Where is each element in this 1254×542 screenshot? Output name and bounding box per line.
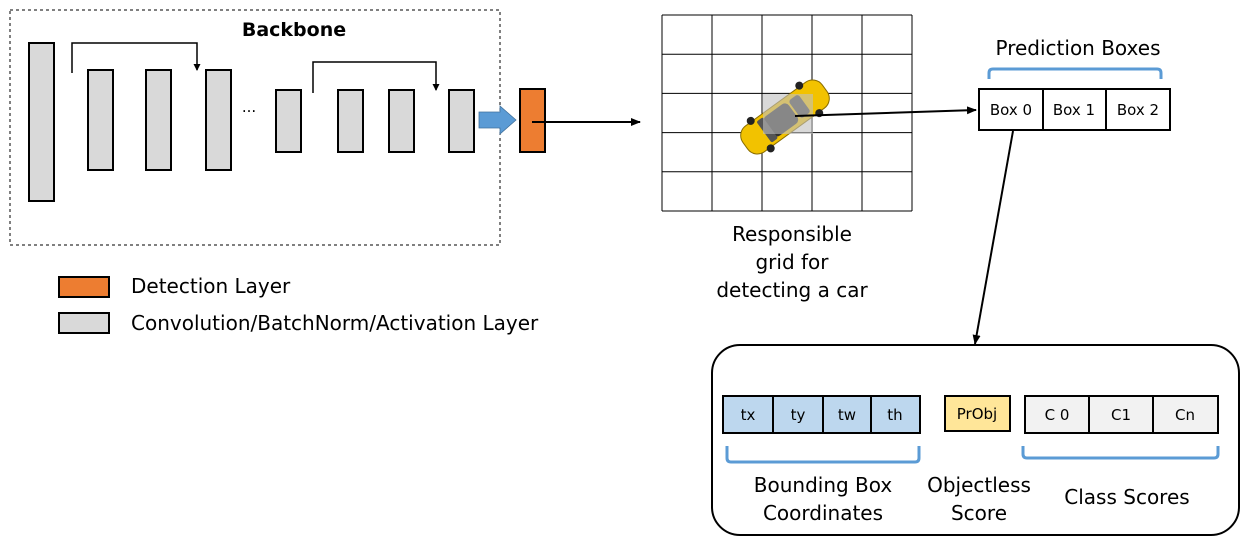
legend: Detection Layer Convolution/BatchNorm/Ac…: [58, 274, 539, 335]
details-panel: [711, 344, 1240, 536]
layer-5: [337, 89, 364, 153]
class-label-0: C 0: [1045, 406, 1070, 424]
detection-layer: [519, 88, 546, 153]
objectness-label: PrObj: [957, 405, 997, 423]
layer-3: [205, 69, 232, 171]
backbone-frame: [9, 9, 501, 246]
coords-brace: [725, 446, 921, 464]
legend-label-detection: Detection Layer: [131, 274, 291, 298]
coord-label-ty: ty: [791, 406, 806, 424]
coord-label-tx: tx: [741, 406, 756, 424]
classes-caption: Class Scores: [1064, 485, 1189, 509]
classes-brace: [1021, 446, 1220, 460]
prediction-title: Prediction Boxes: [996, 36, 1161, 60]
grid-caption-line2: grid for: [755, 250, 829, 274]
grid-caption-line1: Responsible: [732, 222, 852, 246]
prediction-box-2: [1105, 88, 1171, 131]
layer-4: [275, 89, 302, 153]
prediction-box-0-label: Box 0: [990, 101, 1032, 119]
coords-caption-line2: Coordinates: [763, 501, 883, 525]
backbone-title: Backbone: [242, 19, 346, 41]
objectness-caption-line1: Objectless: [927, 473, 1031, 497]
layer-2: [145, 69, 172, 171]
layer-6: [388, 89, 415, 153]
arrow-to-details: [972, 130, 1014, 345]
class-label-n: Cn: [1175, 406, 1195, 424]
prediction-box-2-label: Box 2: [1117, 101, 1159, 119]
class-cell-n: [1152, 395, 1219, 434]
class-label-1: C1: [1111, 406, 1131, 424]
coords-caption-line1: Bounding Box: [754, 473, 893, 497]
prediction-box-1: [1042, 88, 1107, 131]
arrow-to-box0: [794, 106, 977, 117]
coord-cell-tw: [822, 395, 872, 434]
coord-label-tw: tw: [838, 406, 856, 424]
coord-label-th: th: [887, 406, 902, 424]
legend-swatch-layer: [58, 312, 110, 334]
responsible-cell: [763, 94, 813, 134]
objectness-cell: [944, 395, 1011, 432]
layer-input: [28, 42, 55, 202]
grid-caption-line3: detecting a car: [716, 278, 868, 302]
skip-connection-2: [312, 61, 440, 93]
layer-1: [87, 69, 114, 171]
coord-cell-th: [870, 395, 921, 434]
backbone: Backbone ...: [9, 9, 501, 246]
objectness-caption-line2: Score: [951, 501, 1007, 525]
prediction-box-1-label: Box 1: [1053, 101, 1095, 119]
blue-arrow: [478, 105, 517, 135]
skip-connection-1: [71, 42, 201, 73]
legend-swatch-detection: [58, 276, 110, 298]
prediction-brace: [987, 67, 1163, 79]
layers-ellipsis: ...: [242, 98, 256, 116]
coord-cell-tx: [722, 395, 774, 434]
layer-7: [448, 89, 475, 153]
legend-label-layer: Convolution/BatchNorm/Activation Layer: [131, 311, 539, 335]
